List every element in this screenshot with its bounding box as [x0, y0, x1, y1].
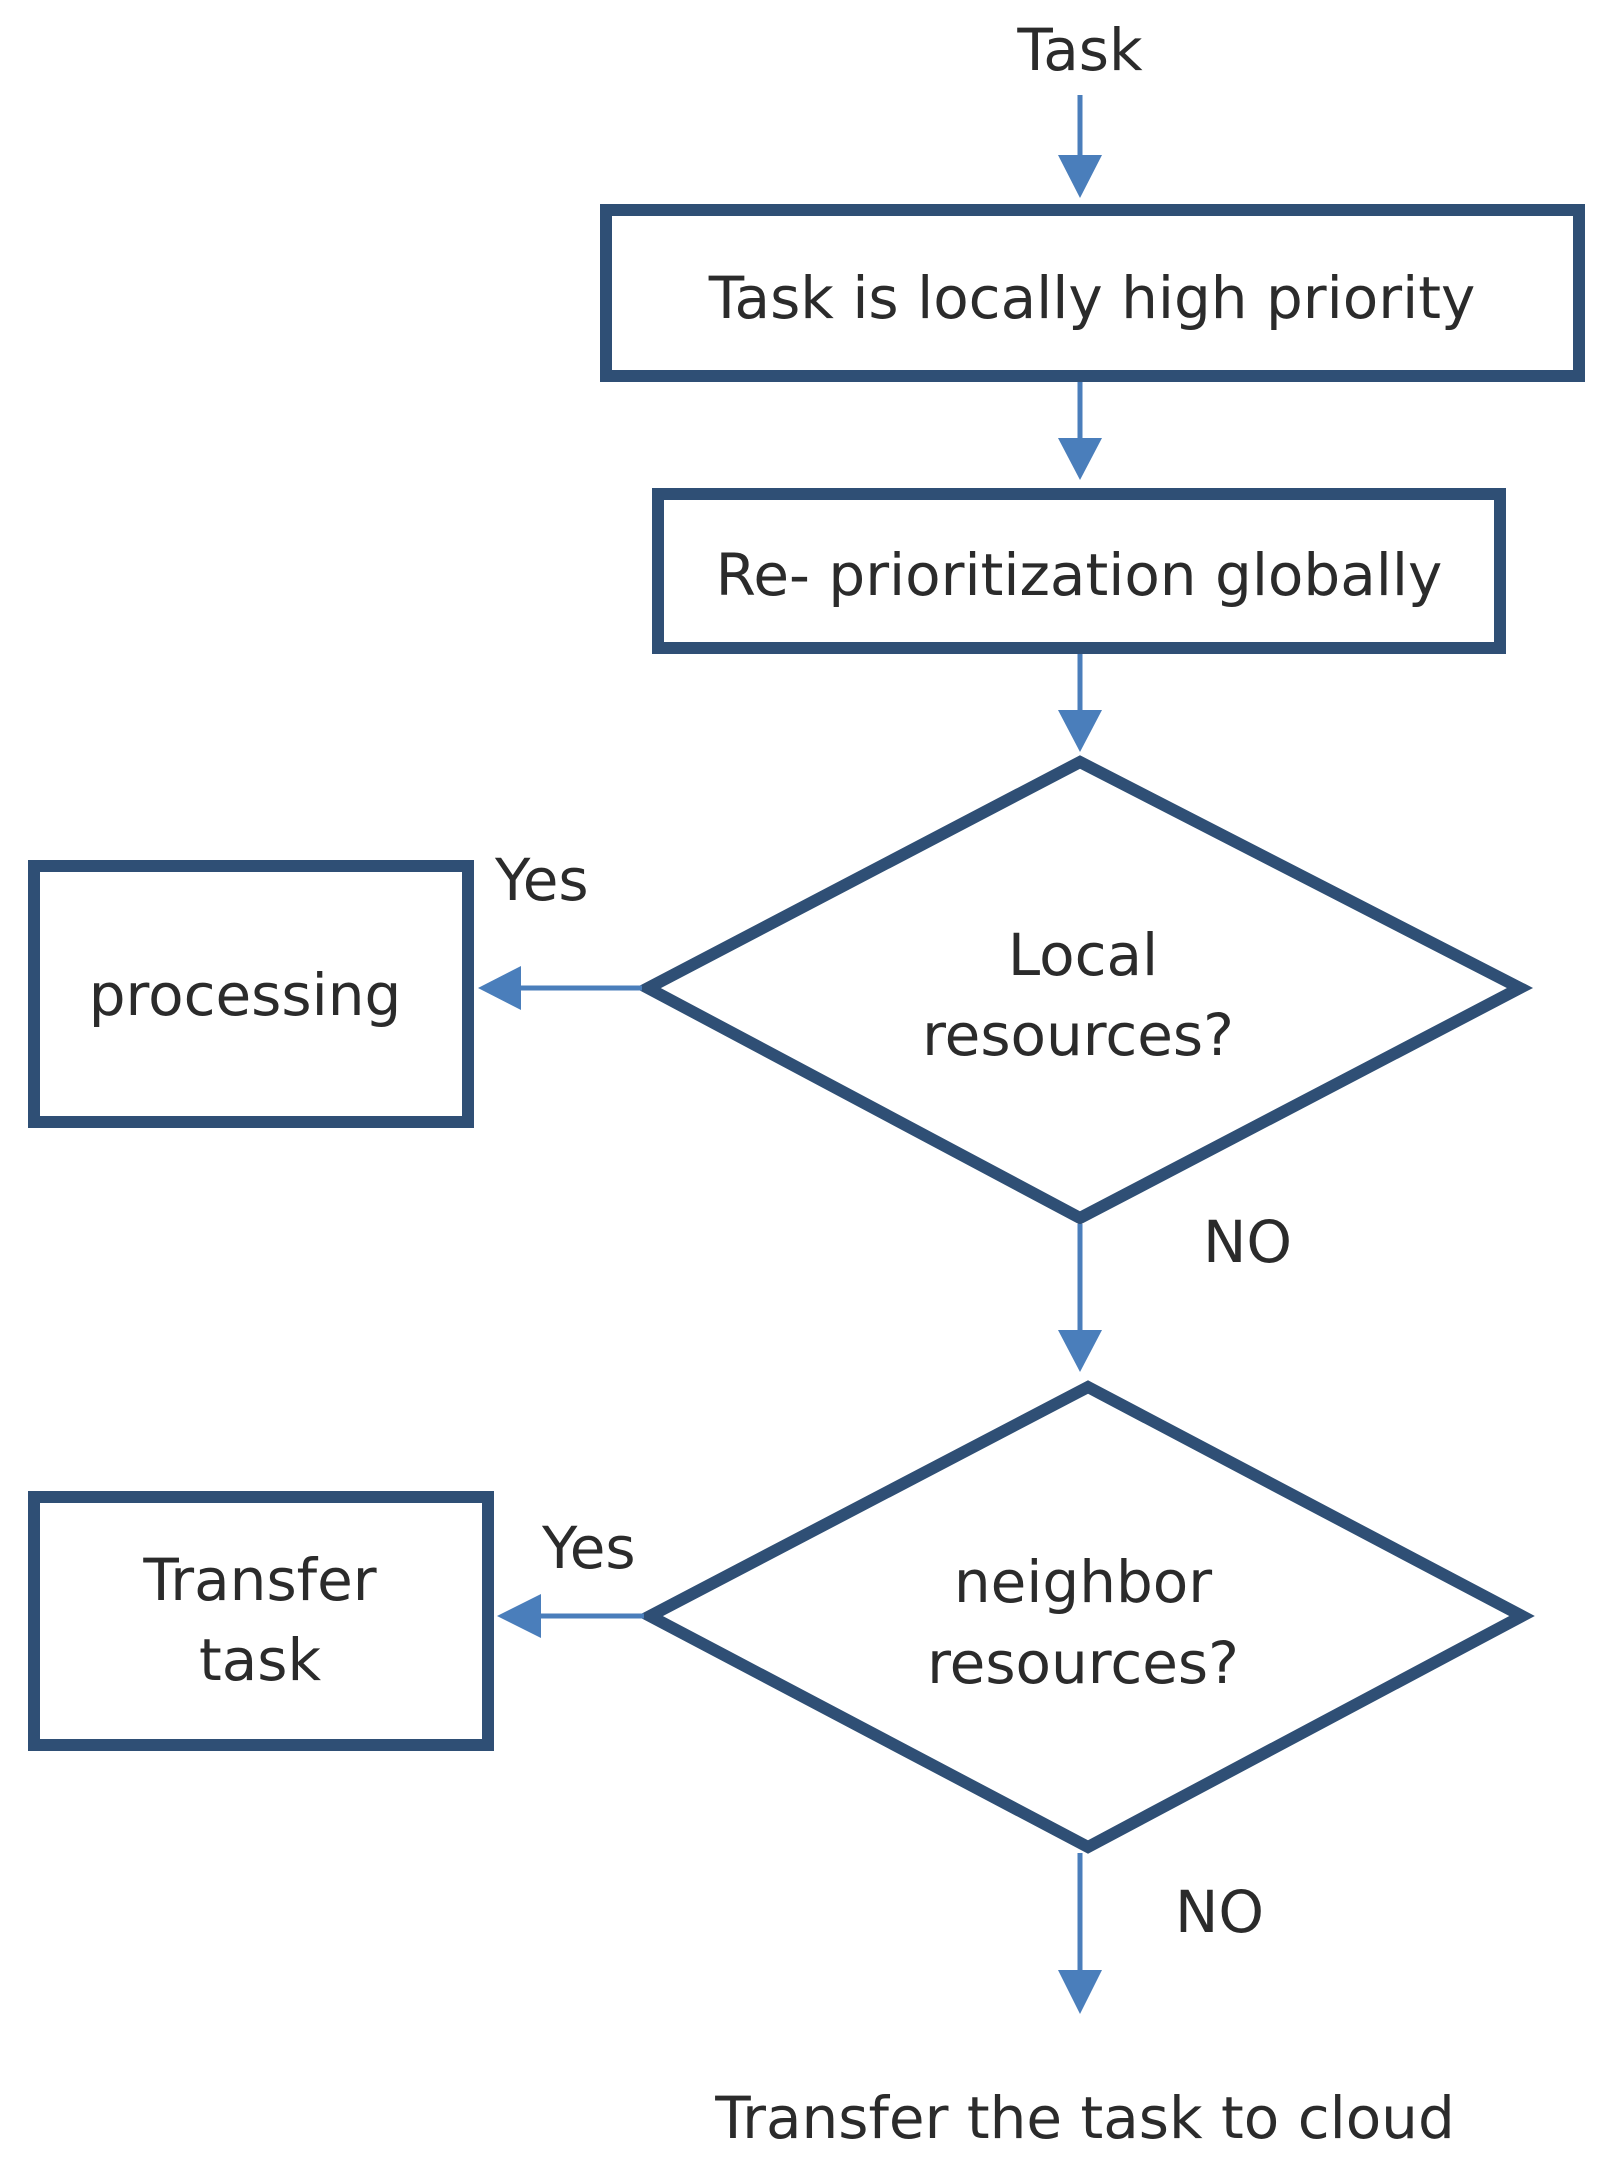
decision-neighbor-resources	[637, 1380, 1535, 1854]
decision-local-resources	[635, 755, 1534, 1225]
outcome-cloud-label: Transfer the task to cloud	[714, 2084, 1455, 2152]
arrowhead-neighbor-no	[1058, 1970, 1102, 2014]
arrowhead-local-no	[1058, 1330, 1102, 1372]
step-local-priority-box	[600, 204, 1585, 382]
decision-local-resources-line2: resources?	[922, 1001, 1234, 1069]
edge-label-local-no: NO	[1203, 1208, 1292, 1276]
arrowhead-neighbor-yes	[497, 1594, 541, 1638]
step-local-priority-label: Task is locally high priority	[708, 264, 1476, 332]
outcome-transfer-task-line1: Transfer	[142, 1546, 376, 1614]
decision-local-resources-line1: Local	[1008, 921, 1158, 989]
edge-label-local-yes: Yes	[494, 846, 589, 914]
step-reprioritization-label: Re- prioritization globally	[716, 541, 1443, 609]
decision-neighbor-resources-line1: neighbor	[954, 1548, 1212, 1616]
arrowhead-start-to-priority	[1058, 155, 1102, 198]
start-label: Task	[1016, 16, 1143, 84]
edge-label-neighbor-no: NO	[1175, 1878, 1264, 1946]
step-reprioritization-box	[652, 488, 1506, 654]
outcome-transfer-task-line2: task	[199, 1626, 322, 1694]
decision-neighbor-resources-line2: resources?	[927, 1629, 1239, 1697]
edge-label-neighbor-yes: Yes	[541, 1514, 636, 1582]
arrowhead-local-yes	[478, 966, 521, 1010]
arrowhead-priority-to-reprioritization	[1058, 438, 1102, 480]
outcome-processing-label: processing	[89, 961, 402, 1029]
outcome-transfer-task-box	[28, 1491, 494, 1751]
arrowhead-reprioritization-to-local-decision	[1058, 710, 1102, 752]
outcome-processing-box	[28, 860, 474, 1128]
